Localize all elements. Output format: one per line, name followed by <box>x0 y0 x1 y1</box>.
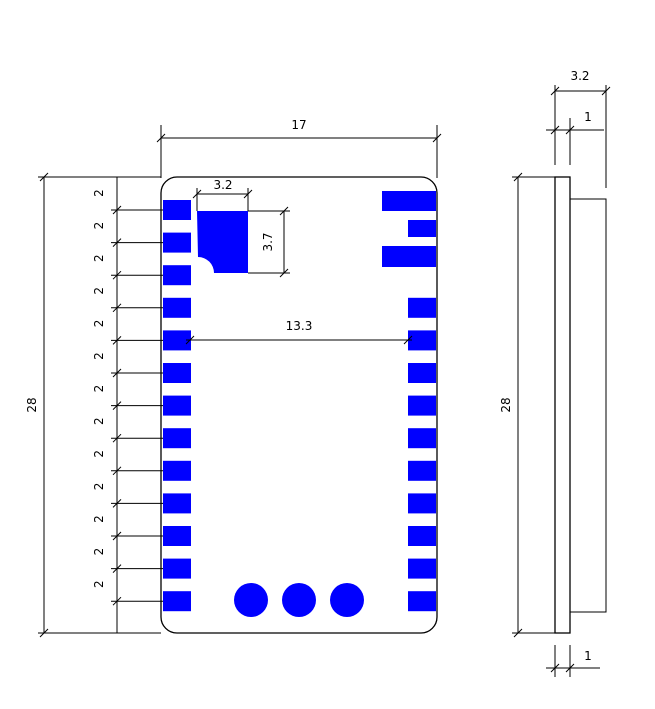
round-pad-row <box>234 583 364 617</box>
right-pad-column <box>408 297 436 612</box>
width-dimension <box>156 125 442 178</box>
round-pad <box>330 583 364 617</box>
side-view: 3.2 1 1 28 <box>499 69 611 677</box>
right-pad <box>408 363 436 383</box>
round-pad <box>234 583 268 617</box>
pitch-tick <box>112 531 122 541</box>
right-pad <box>408 460 436 481</box>
left-pad <box>163 428 191 449</box>
pitch-tick <box>112 564 122 573</box>
top-right-pad-wide-2 <box>382 246 436 267</box>
top-view: 17 28 2 2 2 2 2 2 2 2 2 2 2 2 2 3.2 <box>25 118 442 638</box>
big-notched-pad <box>197 211 248 273</box>
pitch-label: 2 <box>92 450 106 458</box>
pitch-tick <box>112 401 122 410</box>
pitch-tick <box>112 466 122 476</box>
side-board-top-dimension <box>546 118 604 165</box>
pad-span-label: 13.3 <box>286 319 313 333</box>
right-pad <box>408 558 436 579</box>
pitch-tick <box>112 596 122 606</box>
big-pad-width-dimension <box>192 188 253 211</box>
left-pad <box>163 363 191 383</box>
left-pad <box>163 493 191 514</box>
side-board-top-label: 1 <box>584 110 592 124</box>
pitch-tick <box>112 205 122 215</box>
right-pad <box>408 428 436 449</box>
left-pad <box>163 200 191 220</box>
right-pad <box>408 493 436 514</box>
left-pad <box>163 591 191 612</box>
side-height-label: 28 <box>499 397 513 412</box>
pitch-label: 2 <box>92 548 106 556</box>
side-thickness-dimension <box>550 85 611 188</box>
left-pad <box>163 558 191 579</box>
side-board <box>554 176 571 634</box>
right-pad <box>408 330 436 351</box>
right-pad <box>408 395 436 416</box>
pad-pitch-labels: 2 2 2 2 2 2 2 2 2 2 2 2 2 <box>92 189 106 588</box>
pitch-label: 2 <box>92 385 106 393</box>
width-dimension-label: 17 <box>291 118 306 132</box>
pitch-label: 2 <box>92 222 106 230</box>
right-pad <box>408 526 436 546</box>
big-pad-width-label: 3.2 <box>213 178 232 192</box>
pitch-tick <box>112 336 122 345</box>
right-pad <box>408 591 436 612</box>
left-pad <box>163 232 191 253</box>
pitch-tick <box>112 433 122 443</box>
pitch-tick <box>112 270 122 280</box>
side-shield <box>569 198 607 613</box>
pitch-tick <box>112 303 122 313</box>
height-dimension <box>38 172 161 638</box>
left-pad <box>163 297 191 318</box>
pitch-label: 2 <box>92 320 106 328</box>
height-dimension-label: 28 <box>25 397 39 412</box>
pad-span-dimension <box>185 335 413 345</box>
pitch-label: 2 <box>92 254 106 262</box>
big-pad-height-dimension <box>248 206 290 278</box>
pitch-label: 2 <box>92 515 106 523</box>
board-outline <box>160 176 438 634</box>
pitch-tick <box>112 238 122 247</box>
pad-pitch-dimension-chain <box>111 177 163 633</box>
pitch-tick <box>112 368 122 378</box>
left-pad <box>163 265 191 286</box>
side-height-dimension <box>512 172 555 638</box>
side-board-bottom-dimension <box>546 645 600 677</box>
side-thickness-label: 3.2 <box>570 69 589 83</box>
pitch-label: 2 <box>92 189 106 197</box>
pitch-label: 2 <box>92 580 106 588</box>
right-pad <box>408 297 436 318</box>
top-right-pad-small <box>408 220 436 237</box>
pitch-label: 2 <box>92 483 106 491</box>
pitch-label: 2 <box>92 287 106 295</box>
left-pad <box>163 526 191 546</box>
left-pad <box>163 395 191 416</box>
top-right-pad-wide-1 <box>382 191 436 211</box>
side-board-bottom-label: 1 <box>584 649 592 663</box>
pitch-label: 2 <box>92 352 106 360</box>
big-pad-height-label: 3.7 <box>261 232 275 251</box>
round-pad <box>282 583 316 617</box>
pitch-tick <box>112 499 122 508</box>
left-pad <box>163 460 191 481</box>
pitch-label: 2 <box>92 417 106 425</box>
left-pad <box>163 330 191 351</box>
left-pad-column <box>163 200 191 612</box>
